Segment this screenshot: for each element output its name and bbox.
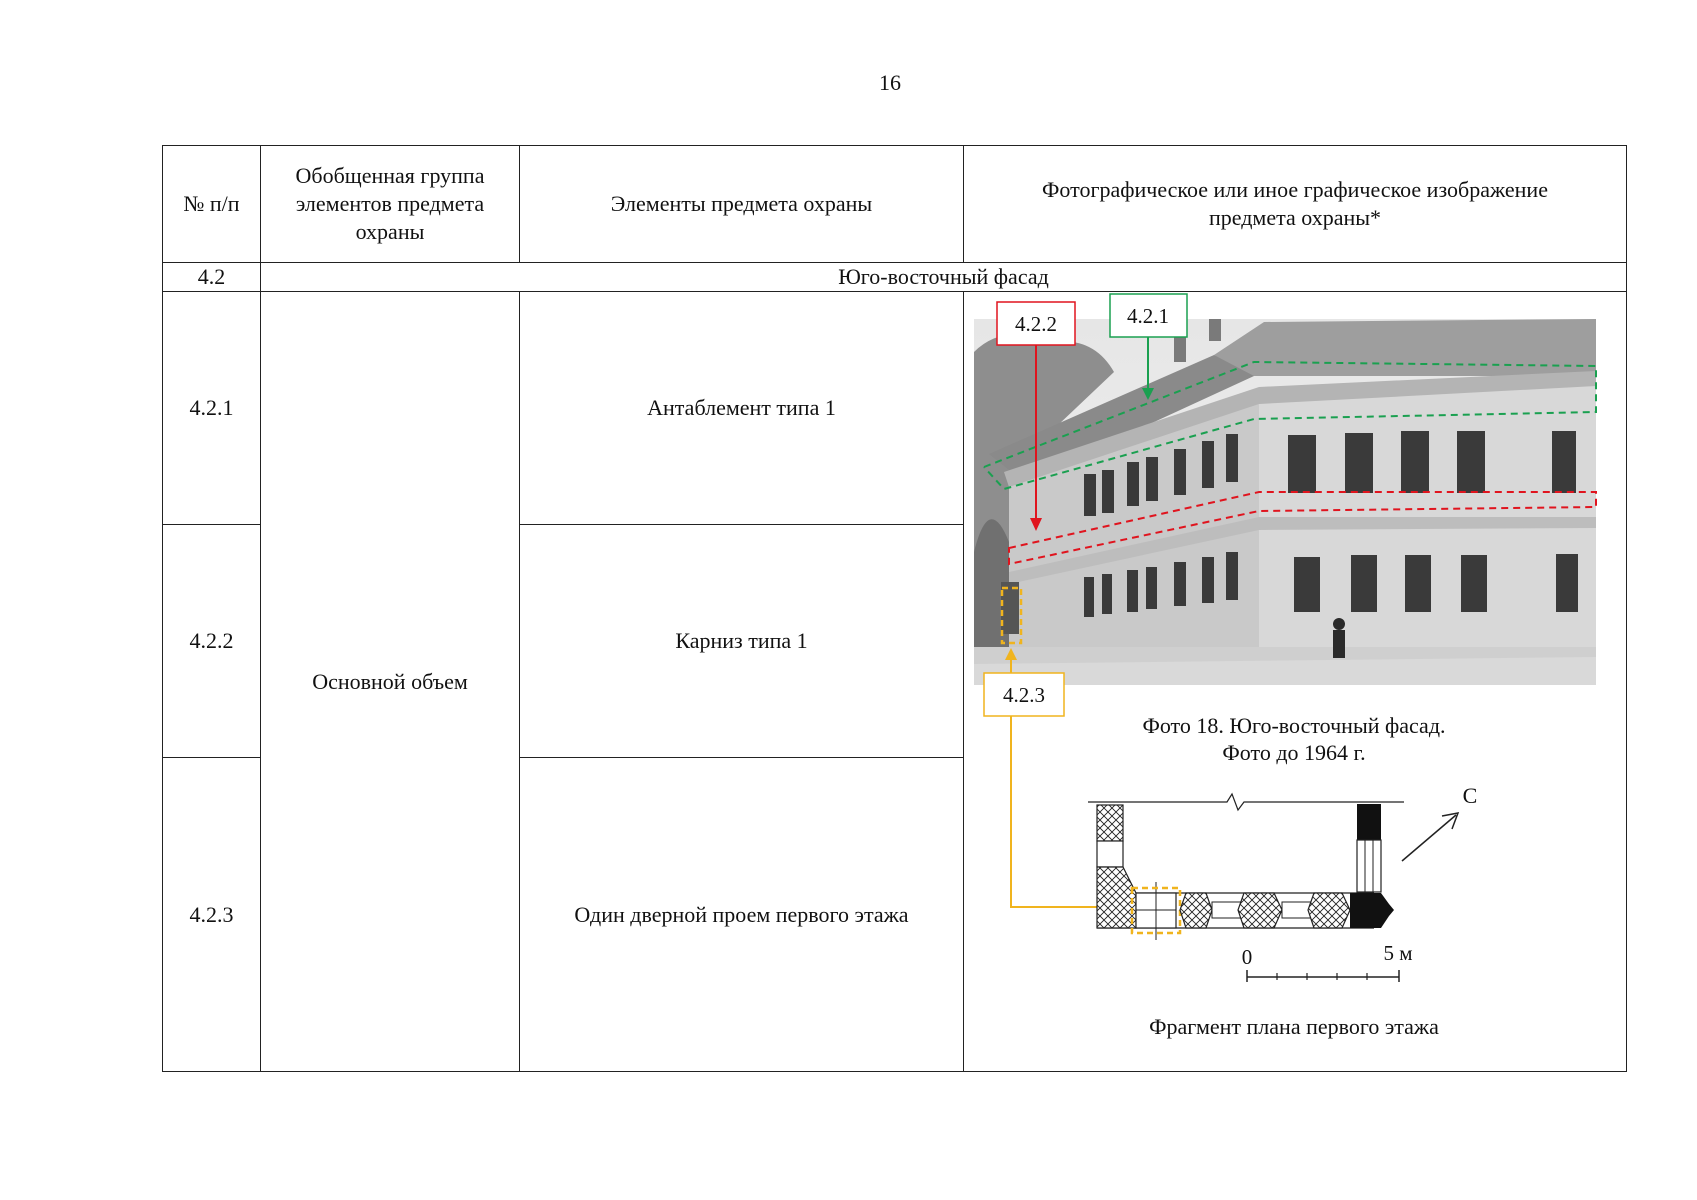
page-number: 16 — [879, 70, 901, 95]
header-group: Обобщенная группа элементов предмета охр… — [260, 145, 520, 263]
scale-end-label: 5 м — [1383, 941, 1412, 965]
row-element: Антаблемент типа 1 — [519, 291, 964, 525]
row-element: Карниз типа 1 — [519, 524, 964, 758]
photo-caption-line1: Фото 18. Юго-восточный фасад. — [1142, 713, 1445, 738]
section-row: 4.2 Юго-восточный фасад — [162, 262, 1627, 292]
callout-label-4-2-3: 4.2.3 — [1003, 683, 1045, 707]
row-number: 4.2.1 — [162, 291, 261, 525]
image-cell: 4.2.1 4.2.2 4.2.3 — [963, 291, 1627, 1072]
photo-caption-line2: Фото до 1964 г. — [1222, 740, 1365, 765]
callout-label-4-2-2: 4.2.2 — [1015, 312, 1057, 336]
facade-figure: 4.2.1 4.2.2 4.2.3 — [974, 293, 1597, 1039]
row-number: 4.2.2 — [162, 524, 261, 758]
scale-bar: 0 5 м — [1242, 941, 1413, 982]
table-row: 4.2.3 Один дверной проем первого этажа — [162, 757, 1627, 1072]
section-title: Юго-восточный фасад — [260, 262, 1627, 292]
facade-photo — [974, 319, 1596, 685]
header-number: № п/п — [162, 145, 261, 263]
north-label: С — [1463, 783, 1478, 808]
north-arrow: С — [1401, 783, 1478, 862]
header-elements: Элементы предмета охраны — [519, 145, 964, 263]
header-image: Фотографическое или иное графическое изо… — [963, 145, 1627, 263]
scale-start-label: 0 — [1242, 945, 1253, 969]
table-header-row: № п/п Обобщенная группа элементов предме… — [162, 145, 1627, 263]
group-name: Основной объем — [260, 291, 520, 1072]
callout-label-4-2-1: 4.2.1 — [1127, 304, 1169, 328]
floor-plan — [1088, 792, 1404, 940]
callout-4-2-2: 4.2.2 — [996, 301, 1597, 566]
callout-4-2-1: 4.2.1 — [983, 293, 1597, 491]
section-number: 4.2 — [162, 262, 261, 292]
row-element: Один дверной проем первого этажа — [519, 757, 964, 1072]
table-row: 4.2.2 Карниз типа 1 — [162, 524, 1627, 758]
row-number: 4.2.3 — [162, 757, 261, 1072]
plan-caption: Фрагмент плана первого этажа — [1149, 1014, 1439, 1039]
table-row: 4.2.1 Основной объем Антаблемент типа 1 — [162, 291, 1627, 1072]
protection-table: № п/п Обобщенная группа элементов предме… — [162, 145, 1627, 1072]
